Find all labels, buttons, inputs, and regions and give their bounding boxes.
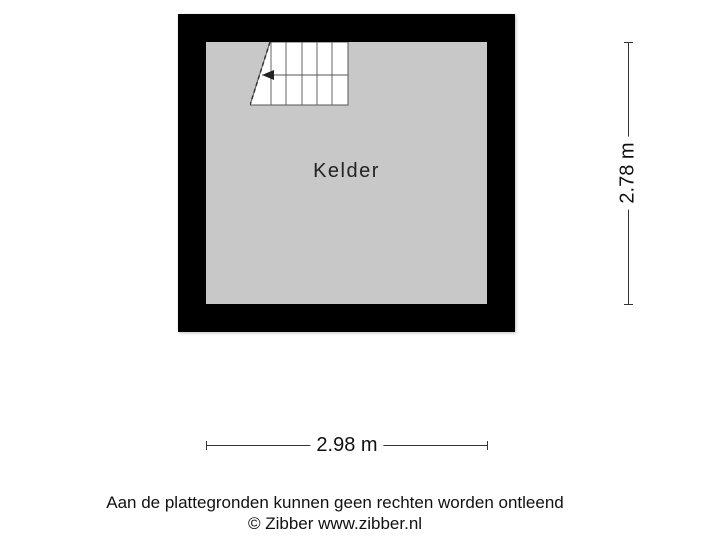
height-dimension-label: 2.78 m: [616, 136, 640, 210]
stair-direction-arrow-icon: [262, 70, 274, 80]
footer: Aan de plattegronden kunnen geen rechten…: [0, 492, 670, 534]
width-dimension-label: 2.98 m: [310, 434, 384, 457]
room-label: Kelder: [313, 160, 380, 182]
staircase-icon: [250, 42, 349, 106]
disclaimer-text: Aan de plattegronden kunnen geen rechten…: [106, 493, 564, 512]
copyright-text: © Zibber www.zibber.nl: [247, 514, 423, 533]
